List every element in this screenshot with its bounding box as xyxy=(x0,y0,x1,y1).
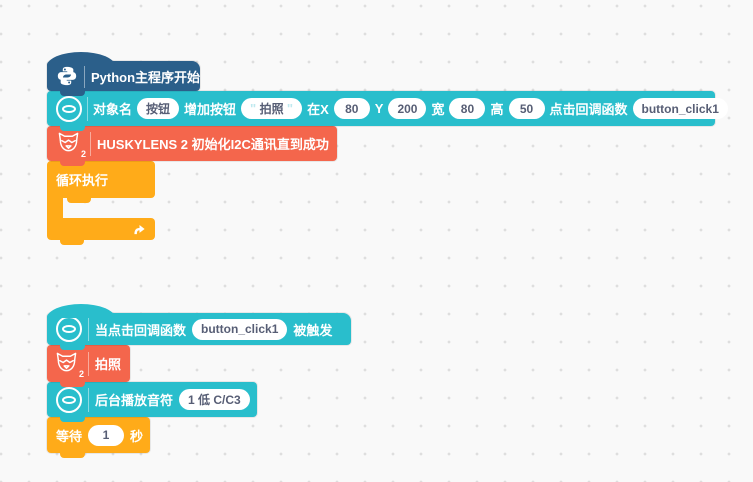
y-input[interactable]: 200 xyxy=(388,98,427,119)
hat-label: Python主程序开始 xyxy=(91,69,201,85)
divider xyxy=(90,131,91,156)
width-input[interactable]: 80 xyxy=(449,98,486,119)
wait-seconds-input[interactable]: 1 xyxy=(88,424,125,446)
label-width: 宽 xyxy=(431,102,445,117)
screen-oval-icon xyxy=(56,95,82,122)
label-callback: 点击回调函数 xyxy=(549,102,628,117)
block-label: HUSKYLENS 2 初始化I2C通讯直到成功 xyxy=(97,137,329,152)
block-add-button[interactable]: 对象名 按钮 增加按钮 " 拍照 " 在X 80 Y 200 宽 80 高 50… xyxy=(47,91,728,131)
loop-arrow-icon xyxy=(134,224,145,234)
callback-name-input[interactable]: button_click1 xyxy=(632,98,728,119)
block-take-photo[interactable]: 2 拍照 xyxy=(47,345,130,387)
object-name-input[interactable]: 按钮 xyxy=(137,98,180,119)
divider xyxy=(88,351,89,376)
label-seconds-unit: 秒 xyxy=(130,428,144,444)
huskylens-version-badge: 2 xyxy=(80,148,86,159)
label-y: Y xyxy=(374,101,384,116)
button-text-input[interactable]: " 拍照 " xyxy=(241,98,303,119)
label-object-name: 对象名 xyxy=(93,102,133,117)
block-loop-forever[interactable]: 循环执行 xyxy=(47,161,155,245)
label-height: 高 xyxy=(490,102,504,117)
divider xyxy=(88,387,89,412)
label-triggered: 被触发 xyxy=(293,322,333,338)
huskylens-version-badge: 2 xyxy=(78,368,84,379)
block-wait[interactable]: 等待 1 秒 xyxy=(47,417,150,458)
note-dropdown[interactable]: 1 低 C/C3 xyxy=(179,389,250,410)
label-wait: 等待 xyxy=(56,428,83,444)
loop-label: 循环执行 xyxy=(56,173,109,188)
python-icon xyxy=(57,66,77,86)
label-at-x: 在X xyxy=(307,102,329,117)
hat-block-python-main[interactable]: Python主程序开始 xyxy=(47,52,201,96)
huskylens-fox-icon: 2 xyxy=(54,351,84,379)
loop-spine xyxy=(47,198,63,218)
divider xyxy=(84,64,85,88)
close-quote: " xyxy=(286,101,294,116)
divider xyxy=(88,317,89,341)
block-label: 后台播放音符 xyxy=(95,393,174,408)
huskylens-fox-icon: 2 xyxy=(56,131,86,159)
label-add-button: 增加按钮 xyxy=(184,102,237,117)
screen-oval-icon xyxy=(56,386,82,413)
block-huskylens-init[interactable]: 2 HUSKYLENS 2 初始化I2C通讯直到成功 xyxy=(47,126,337,166)
height-input[interactable]: 50 xyxy=(508,98,545,119)
callback-name-input[interactable]: button_click1 xyxy=(192,318,288,340)
hat-block-on-callback[interactable]: 当点击回调函数 button_click1 被触发 xyxy=(47,304,351,350)
x-input[interactable]: 80 xyxy=(333,98,370,119)
loop-top-arm[interactable]: 循环执行 xyxy=(47,161,155,203)
label-when: 当点击回调函数 xyxy=(95,322,187,338)
button-text-value: 拍照 xyxy=(259,102,284,116)
block-label: 拍照 xyxy=(95,357,122,372)
loop-bottom-arm[interactable] xyxy=(47,218,155,245)
open-quote: " xyxy=(250,101,257,116)
screen-oval-icon xyxy=(56,316,82,342)
divider xyxy=(87,96,88,121)
block-play-note-background[interactable]: 后台播放音符 1 低 C/C3 xyxy=(47,382,257,422)
